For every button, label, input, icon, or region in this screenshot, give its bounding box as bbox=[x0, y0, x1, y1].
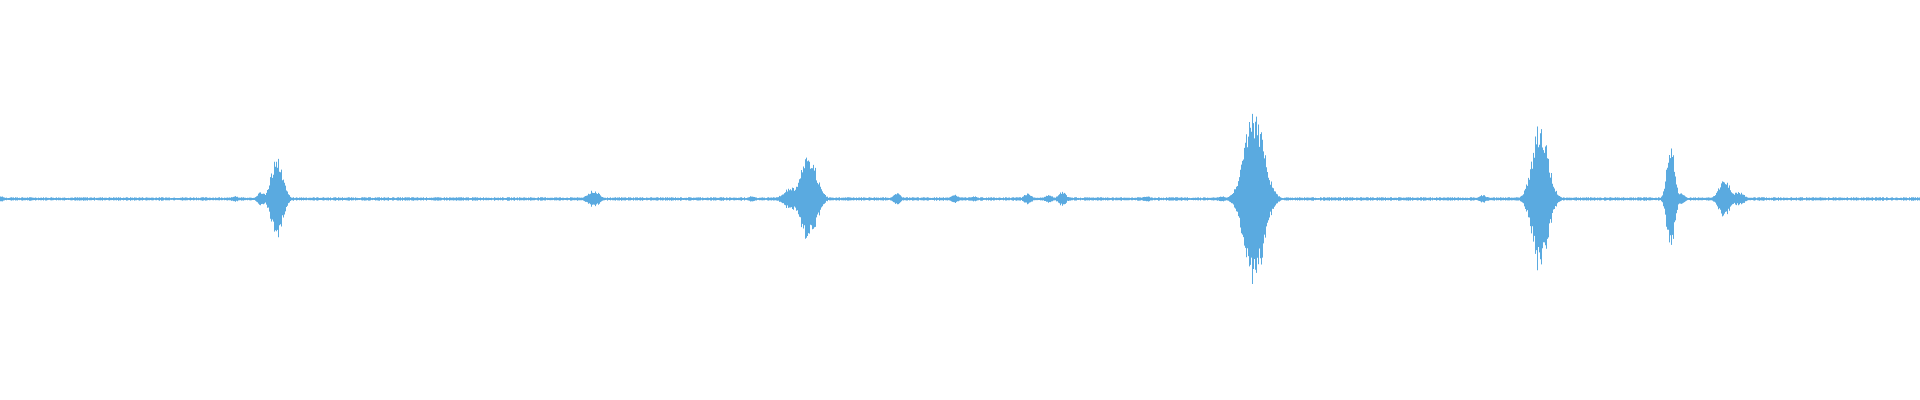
waveform-signal bbox=[0, 113, 1920, 284]
waveform-trace bbox=[0, 113, 1920, 284]
